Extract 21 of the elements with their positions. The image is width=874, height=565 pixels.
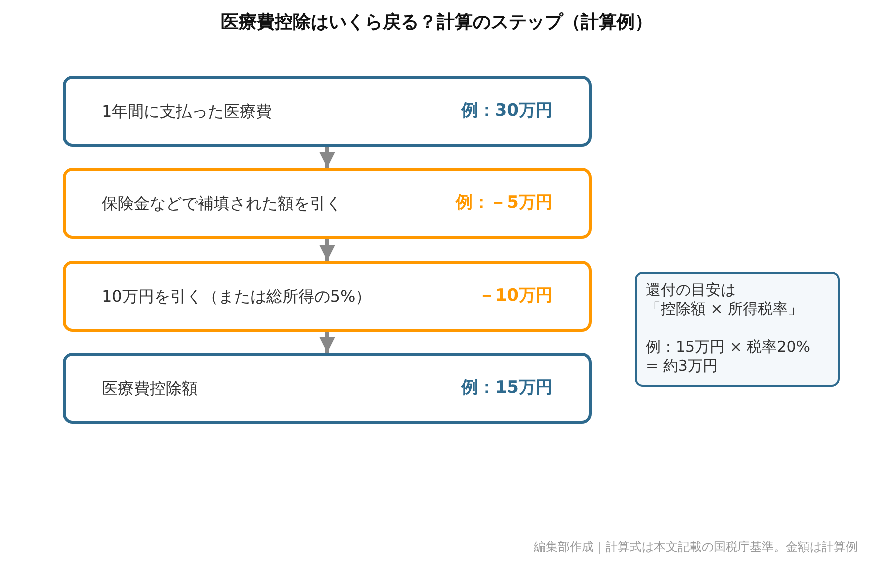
step-label: 医療費控除額 [102, 378, 198, 400]
step-label: 1年間に支払った医療費 [102, 100, 272, 122]
formula-text: 「控除額 × 所得税率」 [646, 300, 804, 319]
step-label: 10万円を引く（または総所得の5%） [102, 286, 372, 308]
step-box [63, 76, 592, 147]
step-label: 保険金などで補填された額を引く [102, 192, 342, 214]
caption: 編集部作成｜計算式は本文記載の国税庁基準。金額は計算例 [534, 539, 858, 556]
step-box [63, 261, 592, 332]
example-amount: 例：30万円 [461, 100, 553, 123]
example-amount: －10万円 [478, 284, 553, 308]
diagram-title: 医療費控除はいくら戻る？計算のステップ（計算例） [220, 11, 654, 35]
arrow [320, 147, 336, 168]
note-box [635, 272, 840, 387]
step-box [63, 168, 592, 239]
step-box [63, 353, 592, 424]
example-amount: 例：15万円 [461, 376, 553, 400]
note-heading: 還付の目安は [646, 281, 737, 300]
arrow [320, 332, 336, 353]
example-text: 例：15万円 × 税率20% = 約3万円 [646, 338, 812, 376]
arrow [320, 239, 336, 261]
example-amount: 例：－5万円 [456, 192, 553, 215]
